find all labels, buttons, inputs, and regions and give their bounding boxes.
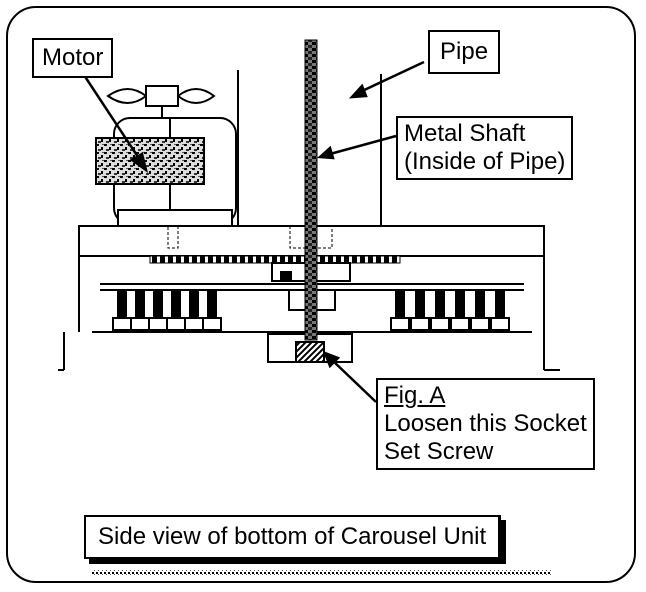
metal-shaft-label-line2: (Inside of Pipe) <box>404 148 566 175</box>
pipe-label: Pipe <box>428 30 501 74</box>
metal-shaft <box>304 39 318 341</box>
motor-assembly <box>95 85 237 227</box>
fig-a-line1: Loosen this Socket <box>384 410 587 437</box>
motor-propeller <box>106 88 148 104</box>
fig-a-title: Fig. A <box>384 382 446 409</box>
motor-label: Motor <box>32 38 114 78</box>
diagram-frame <box>6 6 636 583</box>
left-vial-row <box>112 289 222 331</box>
motor-label-text: Motor <box>42 44 104 71</box>
fig-a-line2: Set Screw <box>384 438 494 465</box>
pipe-label-text: Pipe <box>440 38 489 65</box>
callout-arrows <box>80 60 425 403</box>
bottom-dither-band <box>92 570 552 576</box>
fig-a-label: Fig. A Loosen this Socket Set Screw <box>376 378 595 470</box>
metal-shaft-label: Metal Shaft (Inside of Pipe) <box>396 116 574 180</box>
gear-rack <box>149 255 401 264</box>
diagram-caption: Side view of bottom of Carousel Unit <box>84 515 502 559</box>
right-vial-row <box>390 289 510 331</box>
metal-shaft-label-line1: Metal Shaft <box>404 120 526 147</box>
diagram-caption-text: Side view of bottom of Carousel Unit <box>98 523 487 550</box>
socket-set-screw <box>295 341 325 363</box>
motor-coil <box>95 137 205 185</box>
